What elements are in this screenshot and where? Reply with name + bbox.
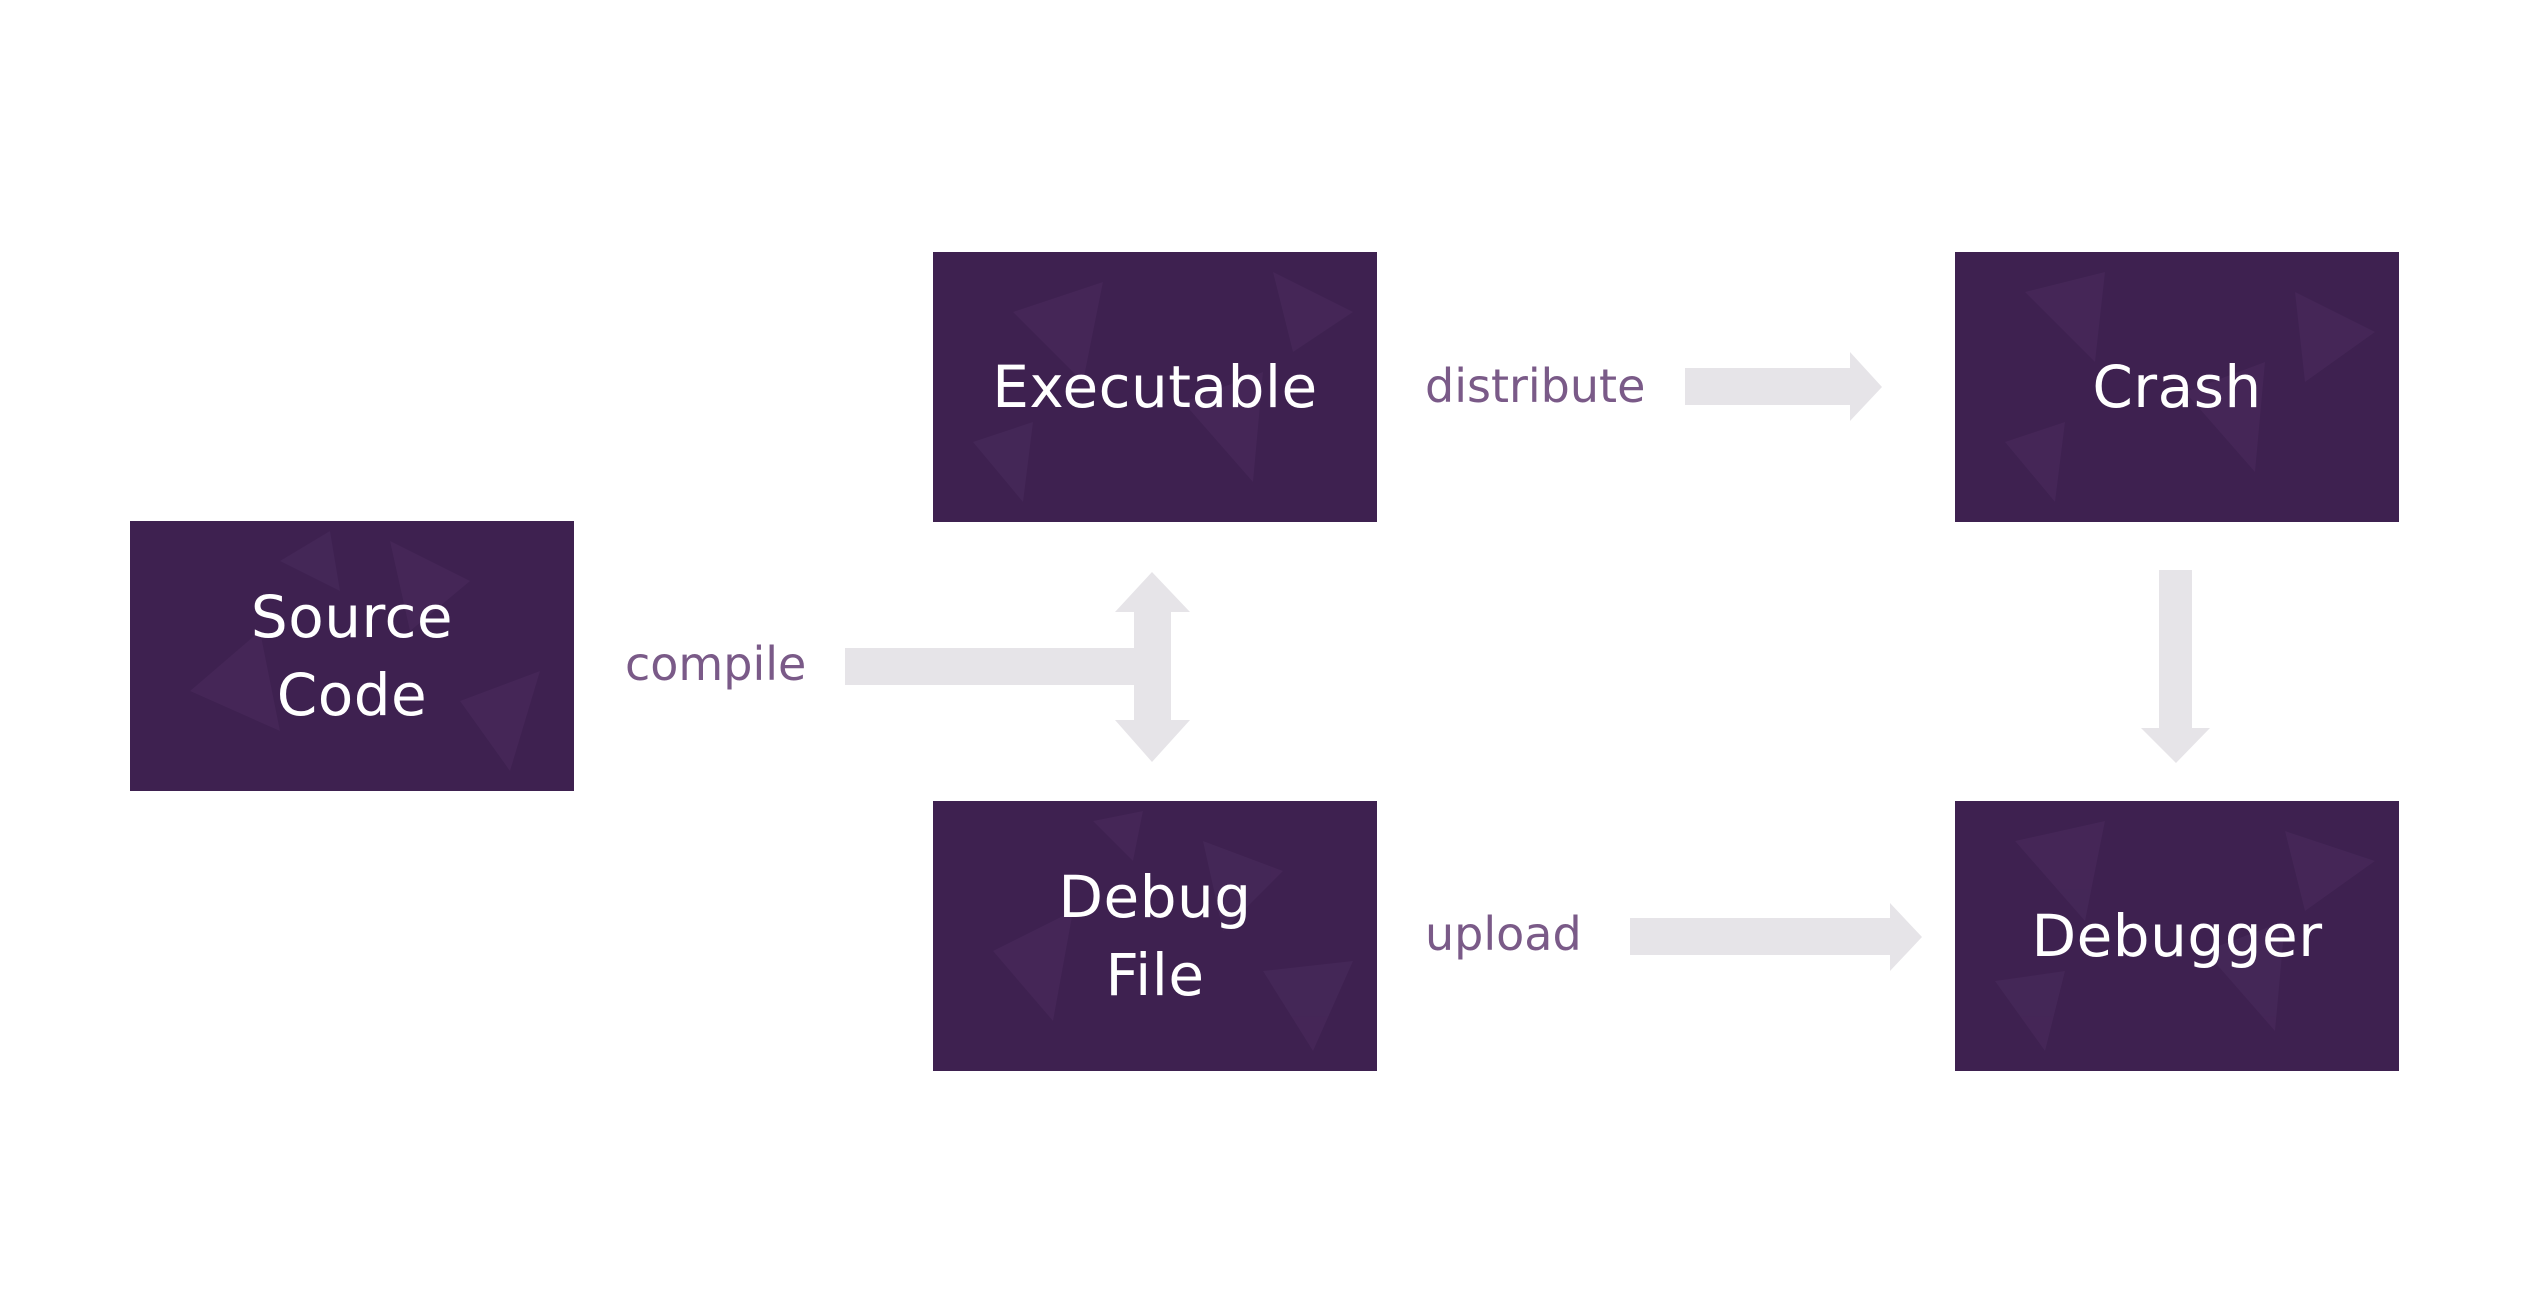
node-background bbox=[933, 801, 1377, 1071]
node-background bbox=[1955, 252, 2399, 522]
node-source-code: Source Code bbox=[130, 521, 574, 791]
edge-label-distribute: distribute bbox=[1425, 359, 1646, 413]
node-background bbox=[933, 252, 1377, 522]
node-label: Debug File bbox=[1058, 863, 1252, 1009]
node-label: Executable bbox=[992, 353, 1318, 421]
node-background bbox=[130, 521, 574, 791]
compile-split-arrow bbox=[1115, 572, 1190, 762]
node-label: Crash bbox=[2092, 353, 2262, 421]
edge-label-upload: upload bbox=[1425, 907, 1582, 961]
edge-label-compile: compile bbox=[625, 637, 807, 691]
node-background bbox=[1955, 801, 2399, 1071]
node-label: Source Code bbox=[250, 583, 454, 729]
node-debug-file: Debug File bbox=[933, 801, 1377, 1071]
node-debugger: Debugger bbox=[1955, 801, 2399, 1071]
node-executable: Executable bbox=[933, 252, 1377, 522]
upload-arrow bbox=[1630, 903, 1922, 971]
node-crash: Crash bbox=[1955, 252, 2399, 522]
node-label: Debugger bbox=[2031, 902, 2323, 970]
compile-connector-arrow bbox=[845, 648, 1144, 685]
distribute-arrow bbox=[1685, 352, 1882, 421]
crash-to-debugger-arrow bbox=[2141, 570, 2210, 763]
